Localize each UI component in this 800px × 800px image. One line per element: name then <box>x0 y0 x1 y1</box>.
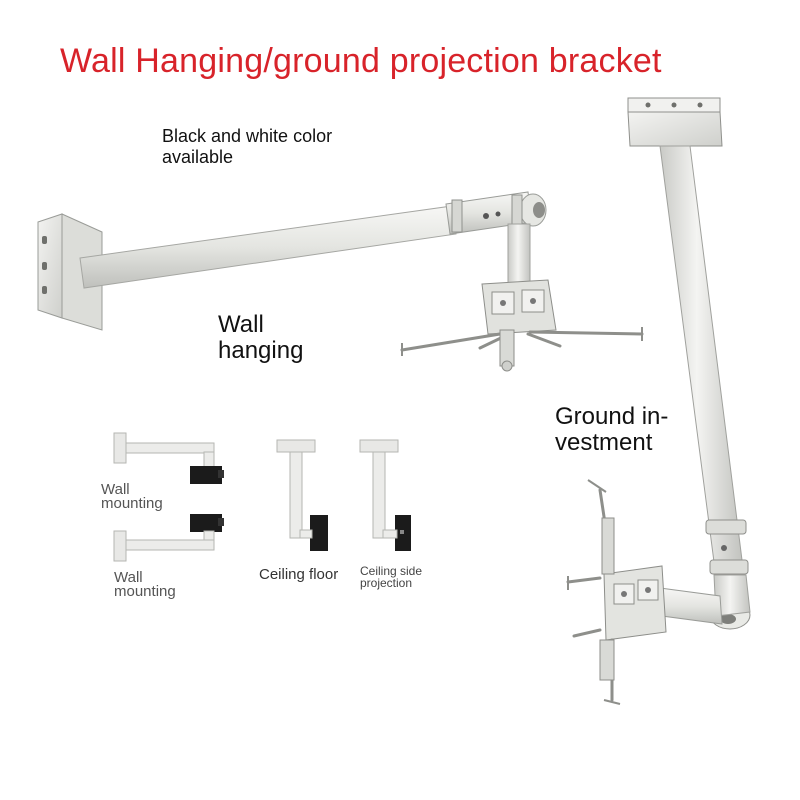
wall-hanging-label: Wall hanging <box>218 312 303 364</box>
wall-mounting-top-line1: Wall <box>101 481 130 498</box>
ground-investment-label: Ground in- vestment <box>555 404 668 456</box>
wall-hanging-bracket <box>37 191 644 372</box>
wall-hanging-label-line2: hanging <box>218 337 304 364</box>
ceiling-side-projection-line1: Ceiling side <box>360 564 423 578</box>
wall-hanging-label-line1: Wall <box>218 311 264 338</box>
ceiling-floor-diagram <box>276 439 328 551</box>
wall-mounting-label-bottom: Wall mounting <box>114 569 176 600</box>
wall-mounting-bottom-line2: mounting <box>114 583 176 600</box>
page-title: Wall Hanging/ground projection bracket <box>60 42 662 80</box>
wall-mounting-diagram-bottom <box>113 514 224 562</box>
ceiling-side-projection-label: Ceiling side projection <box>360 565 422 589</box>
wall-mounting-diagram-top <box>113 432 224 484</box>
wall-mounting-bottom-line1: Wall <box>114 569 143 586</box>
color-availability-note: Black and white color available <box>162 126 333 167</box>
ground-investment-label-line2: vestment <box>555 429 653 456</box>
ceiling-side-projection-diagram <box>359 439 411 551</box>
wall-mounting-top-line2: mounting <box>101 495 163 512</box>
ceiling-floor-label: Ceiling floor <box>259 566 339 583</box>
wall-mounting-label-top: Wall mounting <box>101 481 163 512</box>
ground-investment-label-line1: Ground in- <box>555 403 669 430</box>
ground-investment-bracket <box>566 97 751 705</box>
ceiling-side-projection-line2: projection <box>360 576 413 590</box>
